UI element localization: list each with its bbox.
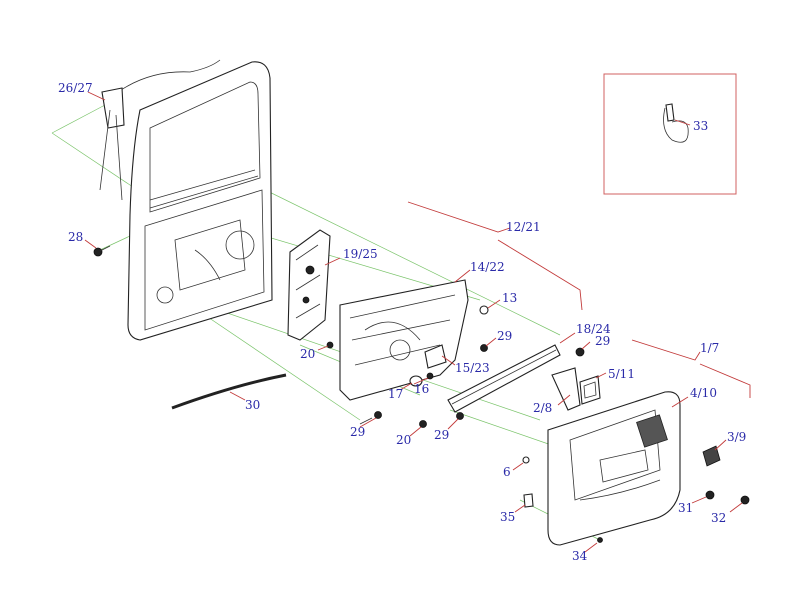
callout-3-9: 3/9 <box>727 430 746 444</box>
window-regulator <box>287 229 331 341</box>
fasteners <box>326 305 585 387</box>
callout-30: 30 <box>245 398 260 412</box>
callout-17: 17 <box>388 387 403 401</box>
trim-clips <box>522 456 603 543</box>
callout-5-11: 5/11 <box>608 367 635 381</box>
inner-module-panel <box>339 279 469 401</box>
callout-labels: 26/27 28 19/25 14/22 12/21 13 33 20 29 1… <box>58 81 746 563</box>
callout-19-25: 19/25 <box>343 247 378 261</box>
callout-29-d: 29 <box>434 428 449 442</box>
handle-module <box>424 344 447 369</box>
bottom-screws <box>359 411 464 428</box>
bolt-28 <box>93 245 111 257</box>
callout-2-8: 2/8 <box>533 401 552 415</box>
seal-strip-30 <box>171 373 287 410</box>
frame-5-11 <box>579 375 601 405</box>
pocket-insert-3-9 <box>702 445 721 467</box>
callout-32: 32 <box>711 511 726 525</box>
callout-4-10: 4/10 <box>690 386 717 400</box>
callout-15-23: 15/23 <box>455 361 490 375</box>
callout-28: 28 <box>68 230 83 244</box>
handle-rail <box>447 344 561 413</box>
callout-31: 31 <box>678 501 693 515</box>
callout-16: 16 <box>414 382 429 396</box>
callout-20-b: 20 <box>396 433 411 447</box>
callout-20-a: 20 <box>300 347 315 361</box>
trim-screws <box>705 490 750 505</box>
door-frame-shell <box>127 61 273 341</box>
callout-12-21: 12/21 <box>506 220 541 234</box>
callout-35: 35 <box>500 510 515 524</box>
inset-detail-box <box>603 73 737 195</box>
latch-and-cable <box>99 59 221 201</box>
callout-29-a: 29 <box>497 329 512 343</box>
callout-34: 34 <box>572 549 588 563</box>
callout-29-c: 29 <box>350 425 365 439</box>
door-trim-panel <box>547 391 681 546</box>
callout-1-7: 1/7 <box>700 341 719 355</box>
callout-6: 6 <box>503 465 511 479</box>
callout-29-b: 29 <box>595 334 610 348</box>
callout-13: 13 <box>502 291 517 305</box>
callout-33: 33 <box>693 119 708 133</box>
bracket-2-8 <box>551 367 581 411</box>
group-leader-lines <box>407 201 751 398</box>
callout-ticks <box>84 91 743 553</box>
callout-14-22: 14/22 <box>470 260 505 274</box>
callout-26-27: 26/27 <box>58 81 93 95</box>
callout-18-24: 18/24 <box>576 322 611 336</box>
